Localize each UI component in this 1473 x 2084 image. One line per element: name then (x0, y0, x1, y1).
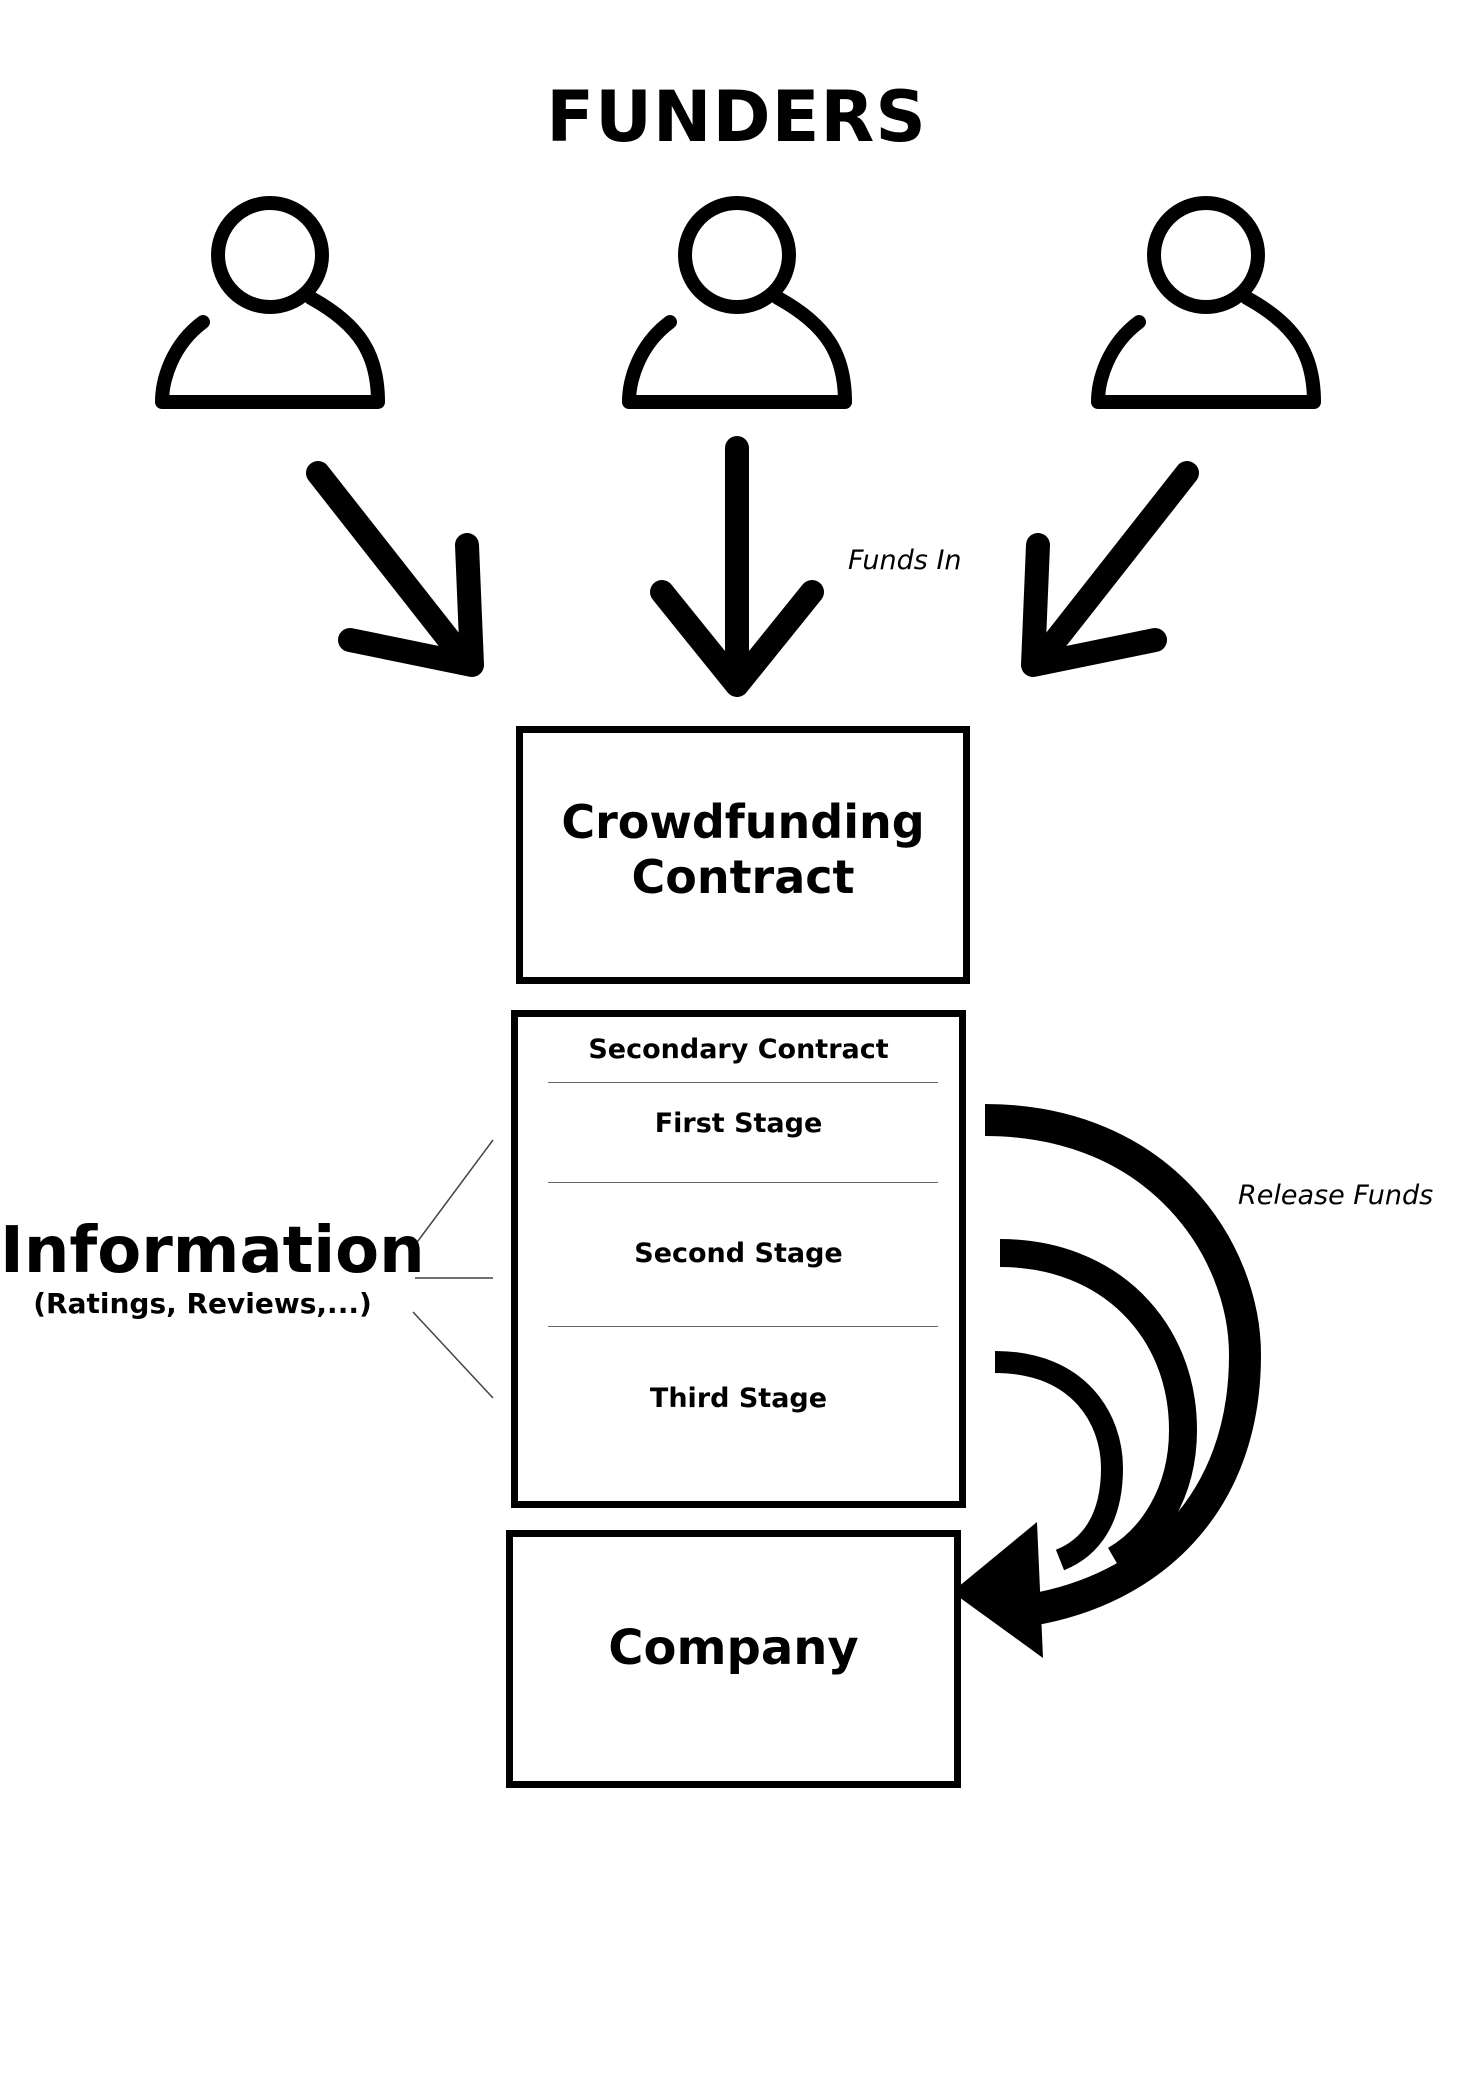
person-icon (155, 196, 385, 409)
crowdfunding-contract-line2: Contract (631, 850, 855, 905)
stage-third: Third Stage (649, 1383, 828, 1414)
information-connector-lines (412, 1139, 494, 1399)
divider (548, 1082, 938, 1083)
release-funds-label: Release Funds (1238, 1180, 1434, 1211)
arrow-icon (306, 461, 484, 677)
release-arrowhead-icon (952, 1522, 1043, 1658)
arrow-icon (1021, 461, 1199, 677)
release-arrow-icon (984, 1104, 1262, 1626)
company-box: Company (506, 1530, 961, 1788)
information-subheading: (Ratings, Reviews,...) (33, 1287, 372, 1321)
funds-in-label: Funds In (848, 545, 962, 576)
person-icon (622, 196, 852, 409)
stage-second: Second Stage (634, 1238, 843, 1269)
crowdfunding-contract-box: Crowdfunding Contract (516, 726, 970, 984)
information-block: Information (Ratings, Reviews,...) (0, 1214, 425, 1321)
stage-first: First Stage (654, 1108, 823, 1139)
secondary-contract-box: Secondary Contract First Stage Second St… (511, 1010, 966, 1508)
information-heading: Information (0, 1214, 425, 1288)
company-label: Company (608, 1620, 859, 1676)
funders-title: FUNDERS (546, 76, 927, 158)
arrow-icon (650, 436, 824, 697)
secondary-contract-heading: Secondary Contract (588, 1034, 889, 1065)
person-icon (1091, 196, 1321, 409)
crowdfunding-contract-line1: Crowdfunding (561, 795, 925, 849)
divider (548, 1182, 938, 1183)
divider (548, 1326, 938, 1327)
